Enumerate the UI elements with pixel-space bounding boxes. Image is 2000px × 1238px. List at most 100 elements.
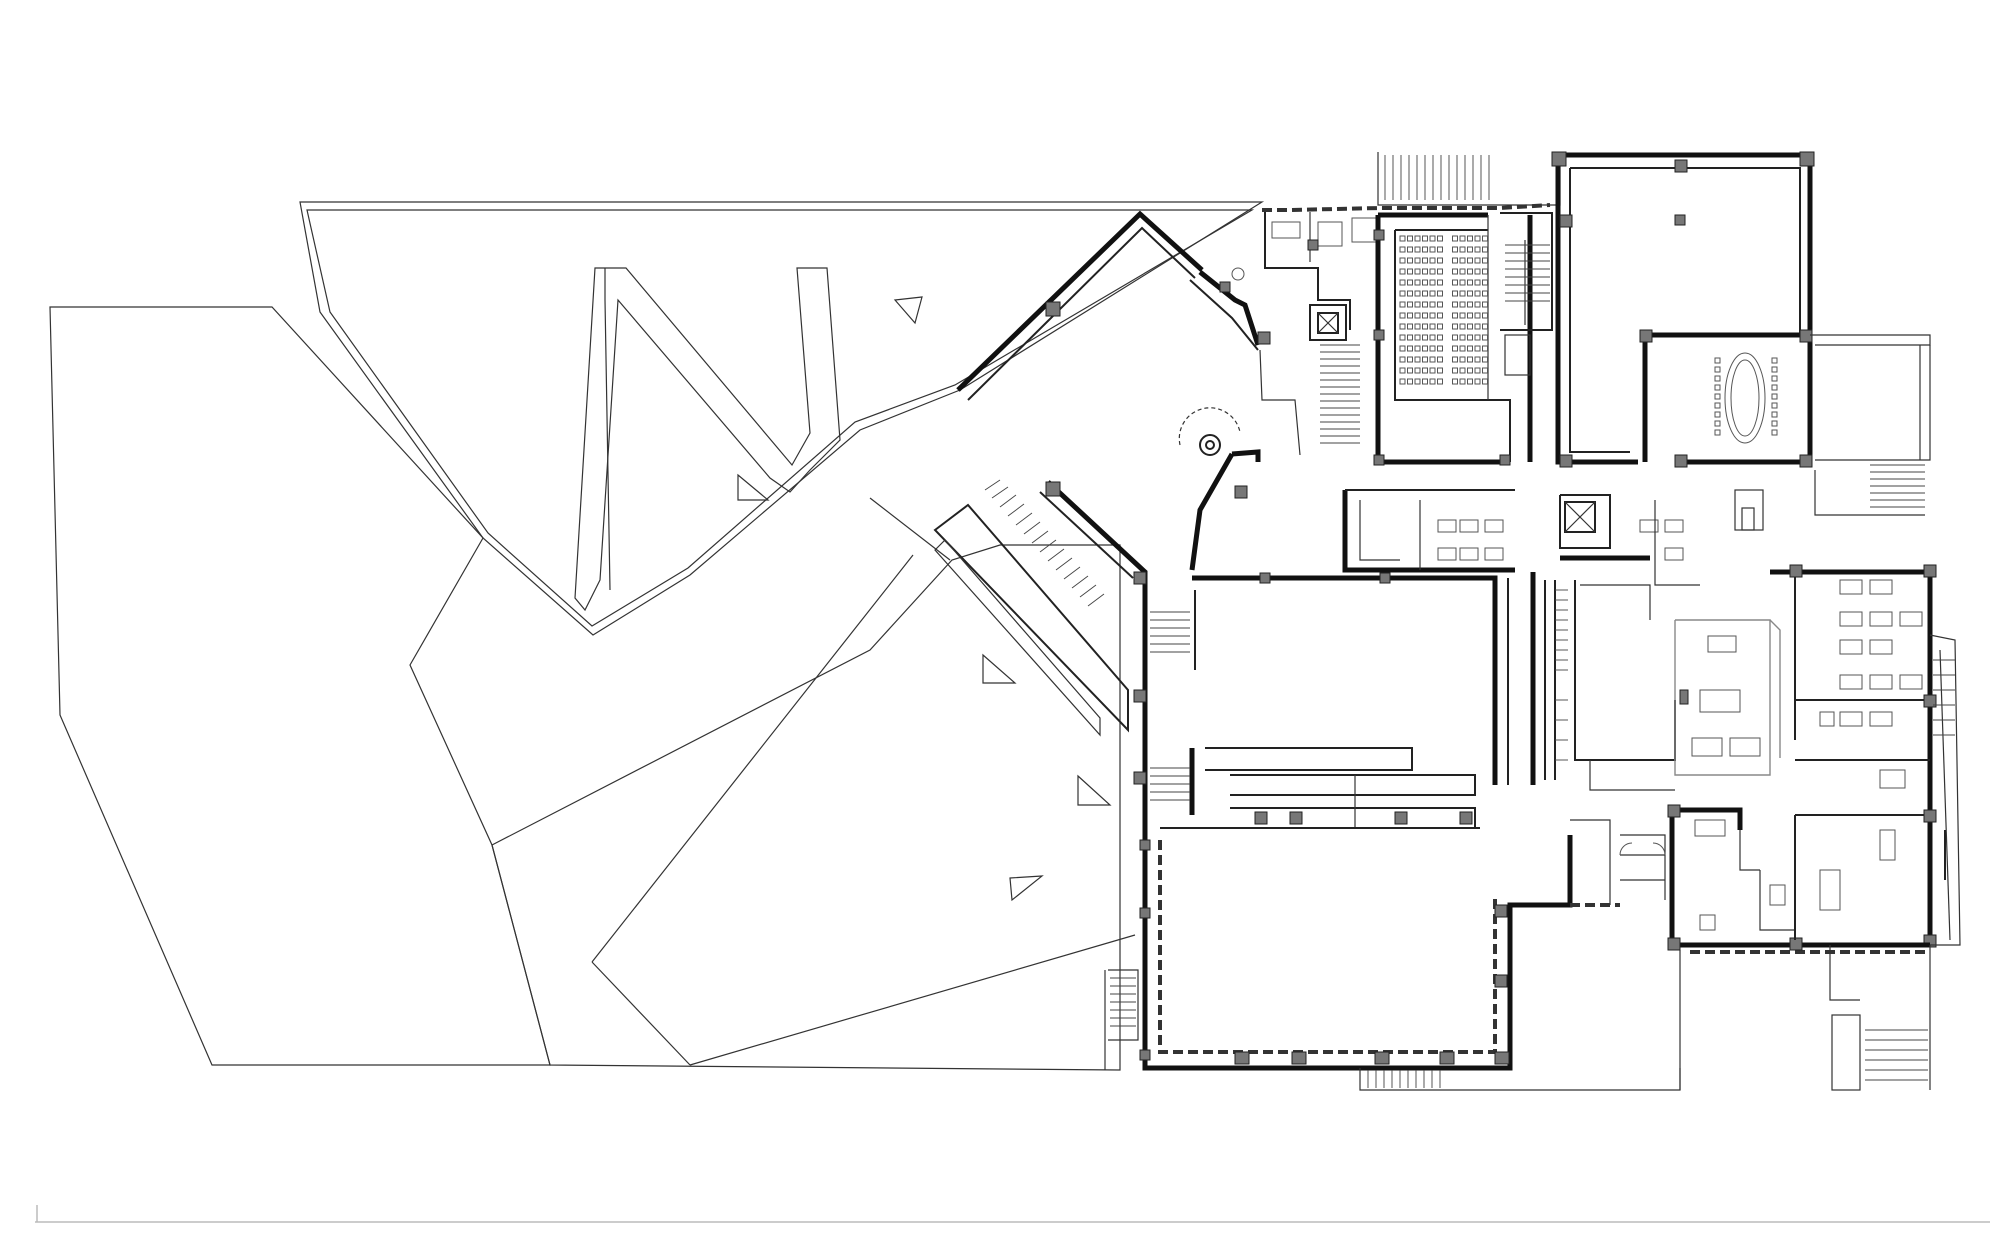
auditorium-seat xyxy=(1407,268,1413,275)
skylight-triangle-icon xyxy=(1077,774,1112,806)
auditorium-seat xyxy=(1437,290,1443,297)
column-marker-icon xyxy=(1234,485,1248,499)
column-marker-icon xyxy=(1494,904,1508,918)
column-marker-icon xyxy=(1373,454,1385,466)
auditorium-seat xyxy=(1407,246,1413,253)
auditorium-seat xyxy=(1407,290,1413,297)
auditorium-seat xyxy=(1429,378,1436,385)
auditorium-seat xyxy=(1429,367,1436,374)
stair-flight-icon xyxy=(1384,155,1490,200)
auditorium-seat xyxy=(1422,345,1428,352)
auditorium-seat xyxy=(1414,345,1421,352)
auditorium-seat xyxy=(1429,301,1436,308)
auditorium-seat xyxy=(1429,334,1436,341)
auditorium-seat xyxy=(1437,312,1443,319)
column-marker-icon xyxy=(1494,974,1508,988)
stair-flight-icon xyxy=(1865,1029,1928,1081)
auditorium-seat xyxy=(1407,334,1413,341)
column-marker-icon xyxy=(1373,329,1385,341)
door-swing-icon xyxy=(1652,842,1666,856)
stair-flight-icon xyxy=(1320,344,1360,444)
column-marker-icon xyxy=(1289,811,1303,825)
auditorium-seat xyxy=(1459,312,1466,319)
auditorium-seat xyxy=(1429,323,1436,330)
column-marker-icon xyxy=(1307,239,1319,251)
auditorium-seat xyxy=(1407,235,1413,242)
north-east-hall xyxy=(1551,151,1815,468)
auditorium-seat xyxy=(1437,356,1443,363)
toilet-service-band xyxy=(1342,489,1764,586)
column-marker-icon xyxy=(1551,151,1567,167)
conference-chair xyxy=(1714,420,1721,427)
auditorium-seat xyxy=(1474,334,1481,341)
auditorium-seat xyxy=(1399,312,1406,319)
auditorium-seat xyxy=(1429,290,1436,297)
auditorium-seat xyxy=(1407,378,1413,385)
conference-chairs xyxy=(1714,357,1778,436)
auditorium-seat xyxy=(1482,334,1488,341)
conference-chair xyxy=(1771,375,1778,382)
auditorium-seat xyxy=(1422,279,1428,286)
auditorium-seat xyxy=(1467,268,1473,275)
conference-chair xyxy=(1771,429,1778,436)
column-marker-icon xyxy=(1639,329,1653,343)
auditorium-seat xyxy=(1474,378,1481,385)
auditorium-seat xyxy=(1482,279,1488,286)
column-marker-icon xyxy=(1459,811,1473,825)
column-marker-icon xyxy=(1499,454,1511,466)
auditorium-seat xyxy=(1474,323,1481,330)
column-marker-icon xyxy=(1133,571,1147,585)
column-marker-icon xyxy=(1259,572,1271,584)
auditorium-seating xyxy=(1399,235,1488,385)
stair-flight-icon xyxy=(984,479,1105,607)
auditorium-seat xyxy=(1467,257,1473,264)
auditorium-seat xyxy=(1437,268,1443,275)
auditorium-seat xyxy=(1437,301,1443,308)
column-marker-icon xyxy=(1133,771,1147,785)
conference-chair xyxy=(1714,393,1721,400)
auditorium-seat xyxy=(1399,356,1406,363)
auditorium-seat xyxy=(1474,356,1481,363)
auditorium-seat xyxy=(1399,301,1406,308)
conference-chair xyxy=(1714,411,1721,418)
auditorium-seat xyxy=(1422,257,1428,264)
conference-chair xyxy=(1714,366,1721,373)
auditorium-seat xyxy=(1437,378,1443,385)
conference-chair xyxy=(1771,420,1778,427)
stair-flight-icon xyxy=(1367,1070,1441,1088)
conference-chair xyxy=(1714,402,1721,409)
auditorium-seat xyxy=(1399,334,1406,341)
small-offices-top xyxy=(1231,212,1377,330)
column-marker-icon xyxy=(1257,331,1271,345)
auditorium-seat xyxy=(1467,246,1473,253)
auditorium-seat xyxy=(1467,235,1473,242)
auditorium-seat xyxy=(1414,290,1421,297)
column-marker-icon xyxy=(1674,159,1688,173)
auditorium-seat xyxy=(1414,312,1421,319)
auditorium-seat xyxy=(1459,378,1466,385)
auditorium-seat xyxy=(1467,356,1473,363)
auditorium-seat xyxy=(1422,356,1428,363)
column-marker-icon xyxy=(1799,151,1815,167)
south-gallery xyxy=(1139,827,1573,1071)
north-stairwell xyxy=(1500,212,1553,376)
auditorium-seat xyxy=(1407,301,1413,308)
auditorium-seat xyxy=(1474,312,1481,319)
conference-chair xyxy=(1771,366,1778,373)
column-marker-icon xyxy=(1234,1051,1250,1065)
column-marker-icon xyxy=(1799,329,1813,343)
column-marker-icon xyxy=(1139,1049,1151,1061)
northwest-diagonal-wall xyxy=(956,210,1204,1065)
conference-chair xyxy=(1714,384,1721,391)
auditorium-seat xyxy=(1482,345,1488,352)
auditorium-seat xyxy=(1399,279,1406,286)
auditorium-seat xyxy=(1467,290,1473,297)
east-balcony xyxy=(1810,334,1931,516)
auditorium-seat xyxy=(1414,323,1421,330)
column-marker-icon xyxy=(1559,454,1573,468)
column-marker-icon xyxy=(1679,689,1689,705)
auditorium-seat xyxy=(1452,279,1458,286)
auditorium-seat xyxy=(1399,378,1406,385)
auditorium xyxy=(1373,212,1533,466)
auditorium-seat xyxy=(1482,268,1488,275)
